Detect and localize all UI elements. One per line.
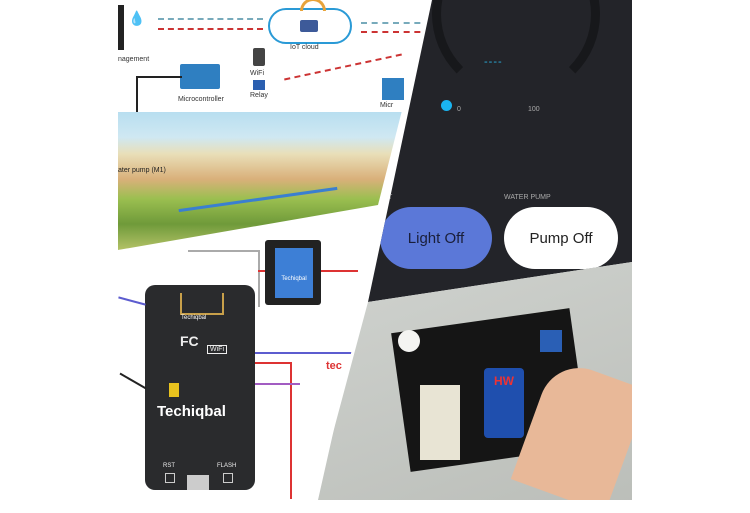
gauge-min: 0 xyxy=(457,106,461,113)
gauge-arc xyxy=(432,0,600,98)
wifi-logo: WiFi xyxy=(207,345,227,354)
relay-label: Relay xyxy=(250,92,268,99)
relay-brand: Techiqbal xyxy=(275,248,313,298)
mcu-label: Microcontroller xyxy=(178,96,224,103)
gauge-handle[interactable] xyxy=(441,100,452,111)
wire xyxy=(188,250,260,307)
light-toggle-button[interactable]: Light Off xyxy=(380,207,492,269)
cloud-icon xyxy=(268,0,352,44)
flash-button[interactable] xyxy=(223,473,233,483)
gauge-max: 100 xyxy=(528,106,540,113)
usb-port xyxy=(187,475,209,490)
battery: HW xyxy=(484,368,524,438)
wire xyxy=(119,372,147,390)
water-drop-icon: 💧 xyxy=(128,10,146,26)
relay-module xyxy=(540,330,562,352)
board-brand-small: Techiqbal xyxy=(181,315,207,321)
arrow-dashed xyxy=(361,31,430,33)
antenna-trace xyxy=(180,293,224,315)
wire xyxy=(255,383,300,385)
pump-toggle-button[interactable]: Pump Off xyxy=(504,207,618,269)
arrow-dashed xyxy=(284,53,402,81)
relay-module: Techiqbal xyxy=(265,240,321,305)
water-pipe xyxy=(178,186,338,213)
lock-icon xyxy=(300,20,318,32)
wifi-module xyxy=(253,48,265,66)
wire xyxy=(118,296,146,306)
flash-label: FLASH xyxy=(217,463,237,469)
hardware-photo: HW xyxy=(315,262,632,500)
microcontroller-icon xyxy=(180,64,220,89)
wifi-label: WiFi xyxy=(250,70,264,77)
capacitor xyxy=(169,383,179,397)
side-brand-text: tec xyxy=(326,360,342,372)
cloud-label: IoT cloud xyxy=(290,44,319,51)
gauge-value: ---- xyxy=(484,56,503,68)
mcu-label-right: Micr xyxy=(380,102,394,109)
wire xyxy=(255,362,292,499)
arrow-dashed xyxy=(361,22,430,24)
breadboard xyxy=(420,385,460,460)
light-bulb xyxy=(398,330,420,352)
arrow-dashed xyxy=(158,18,263,20)
rst-label: RST xyxy=(163,463,175,469)
fc-logo: FC xyxy=(180,333,199,349)
management-label: nagement xyxy=(118,56,150,63)
nodemcu-board: Techiqbal FC WiFi Techiqbal RST FLASH xyxy=(145,285,255,490)
board-brand: Techiqbal xyxy=(157,403,226,420)
water-pump-label: WATER PUMP xyxy=(504,194,551,201)
wire xyxy=(255,352,378,354)
relay-icon xyxy=(253,80,265,90)
pump-label: ater pump (M1) xyxy=(118,167,166,174)
phone-edge xyxy=(118,5,124,50)
light-label: HT xyxy=(383,194,393,201)
microcontroller-icon-right xyxy=(382,78,404,100)
arrow-dashed xyxy=(158,28,263,30)
rst-button[interactable] xyxy=(165,473,175,483)
